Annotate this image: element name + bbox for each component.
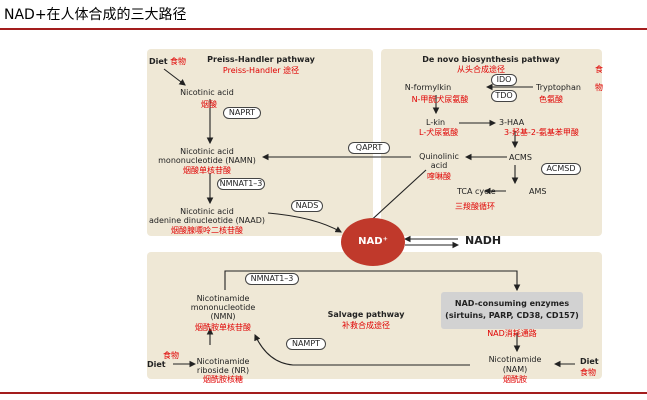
top-rule xyxy=(0,28,647,30)
quinolinic-2: acid xyxy=(430,161,448,170)
naad-to-nad-arrow xyxy=(267,212,342,233)
namn-cn: 烟酸单核苷酸 xyxy=(183,166,231,175)
nad-node xyxy=(341,218,405,266)
naad-label-2: adenine dinucleotide (NAAD) xyxy=(148,216,266,225)
preiss-diet: Diet xyxy=(149,57,168,66)
n-formylkin: N-formylkin xyxy=(404,83,452,92)
pathway-diagram: Preiss-Handler pathway Preiss-Handler 途径… xyxy=(143,45,605,384)
l-kyn-cn: L-犬尿氨酸 xyxy=(419,128,459,137)
salvage-diet-left: Diet xyxy=(147,360,166,369)
nmn-label-1: Nicotinamide xyxy=(196,294,250,303)
acms: ACMS xyxy=(509,153,532,162)
quinolinic-1: Quinolinic xyxy=(419,152,459,161)
quin-to-nad-arrow xyxy=(365,169,427,226)
qaprt-enzyme: QAPRT xyxy=(348,142,390,154)
denovo-diet-cn-2: 物 xyxy=(595,83,603,92)
naad-cn: 烟酸腺嘌呤二核苷酸 xyxy=(171,226,243,235)
pathway-arrows xyxy=(163,68,575,368)
tca-cycle: TCA cycle xyxy=(457,187,496,196)
namn-label-2: mononucleotide (NAMN) xyxy=(158,156,256,165)
diet-to-na-arrow xyxy=(163,68,186,86)
page-title: NAD+在人体合成的三大路径 xyxy=(4,7,187,23)
salvage-title-cn: 补救合成途径 xyxy=(342,321,390,330)
denovo-title-cn: 从头合成途径 xyxy=(457,65,505,74)
tca-cycle-cn: 三羧酸循环 xyxy=(455,202,495,211)
acmsd-enzyme: ACMSD xyxy=(541,163,581,175)
nmnat-enzyme-salvage: NMNAT1–3 xyxy=(245,273,299,285)
namn-label-1: Nicotinic acid xyxy=(180,147,234,156)
nr-label-1: Nicotinamide xyxy=(196,357,250,366)
preiss-title: Preiss-Handler pathway xyxy=(207,55,315,64)
nam-cn: 烟酰胺 xyxy=(503,375,527,384)
salvage-title: Salvage pathway xyxy=(327,310,405,319)
naad-label-1: Nicotinic acid xyxy=(180,207,234,216)
denovo-diet-cn-1: 食 xyxy=(595,65,603,74)
n-formylkin-cn: N-甲酰犬尿氨酸 xyxy=(411,95,469,104)
nicotinic-acid-cn: 烟酸 xyxy=(201,100,217,109)
nmn-label-3: (NMN) xyxy=(210,312,236,321)
nmn-cn: 烟酰胺单核苷酸 xyxy=(195,323,251,332)
quinolinic-cn: 喹啉酸 xyxy=(427,172,451,181)
enzymes-cn: NAD消耗通路 xyxy=(487,329,537,338)
nampt-enzyme: NAMPT xyxy=(286,338,326,350)
nads-enzyme: NADS xyxy=(291,200,323,212)
nam-label-2: (NAM) xyxy=(502,365,528,374)
tryptophan: Tryptophan xyxy=(536,83,581,92)
preiss-diet-cn: 食物 xyxy=(170,57,186,66)
nam-to-nmn-arrow xyxy=(254,334,470,366)
denovo-title: De novo biosynthesis pathway xyxy=(422,55,560,64)
salvage-diet-right-cn: 食物 xyxy=(580,368,596,377)
enzymes-label-1: NAD-consuming enzymes xyxy=(454,299,570,308)
nmn-label-2: mononucleotide xyxy=(190,303,256,312)
naprt-enzyme: NAPRT xyxy=(223,107,261,119)
nr-label-2: riboside (NR) xyxy=(196,366,250,375)
nadh-label: NADH xyxy=(465,234,502,247)
tdo-enzyme: TDO xyxy=(491,90,517,102)
ido-enzyme: IDO xyxy=(491,74,517,86)
ams: AMS xyxy=(529,187,547,196)
nam-label-1: Nicotinamide xyxy=(488,355,542,364)
salvage-diet-left-cn: 食物 xyxy=(163,351,179,360)
nmn-to-enzymes-arrow xyxy=(224,270,521,292)
tryptophan-cn: 色氨酸 xyxy=(539,95,563,104)
preiss-title-cn: Preiss-Handler 途径 xyxy=(222,66,300,75)
nicotinic-acid: Nicotinic acid xyxy=(180,88,234,97)
nmnat-enzyme-preiss: NMNAT1–3 xyxy=(217,178,265,190)
bottom-rule xyxy=(0,392,647,394)
salvage-diet-right: Diet xyxy=(580,357,599,366)
enzymes-box xyxy=(441,292,583,329)
nr-cn: 烟酰胺核糖 xyxy=(203,375,243,384)
nad-label: NAD⁺ xyxy=(358,236,388,247)
l-kyn: L-kin xyxy=(426,118,446,127)
enzymes-label-2: (sirtuins, PARP, CD38, CD157) xyxy=(445,311,579,320)
three-haa: 3-HAA xyxy=(499,118,525,127)
three-haa-cn: 3-羟基-2-氨基苯甲酸 xyxy=(504,128,579,137)
